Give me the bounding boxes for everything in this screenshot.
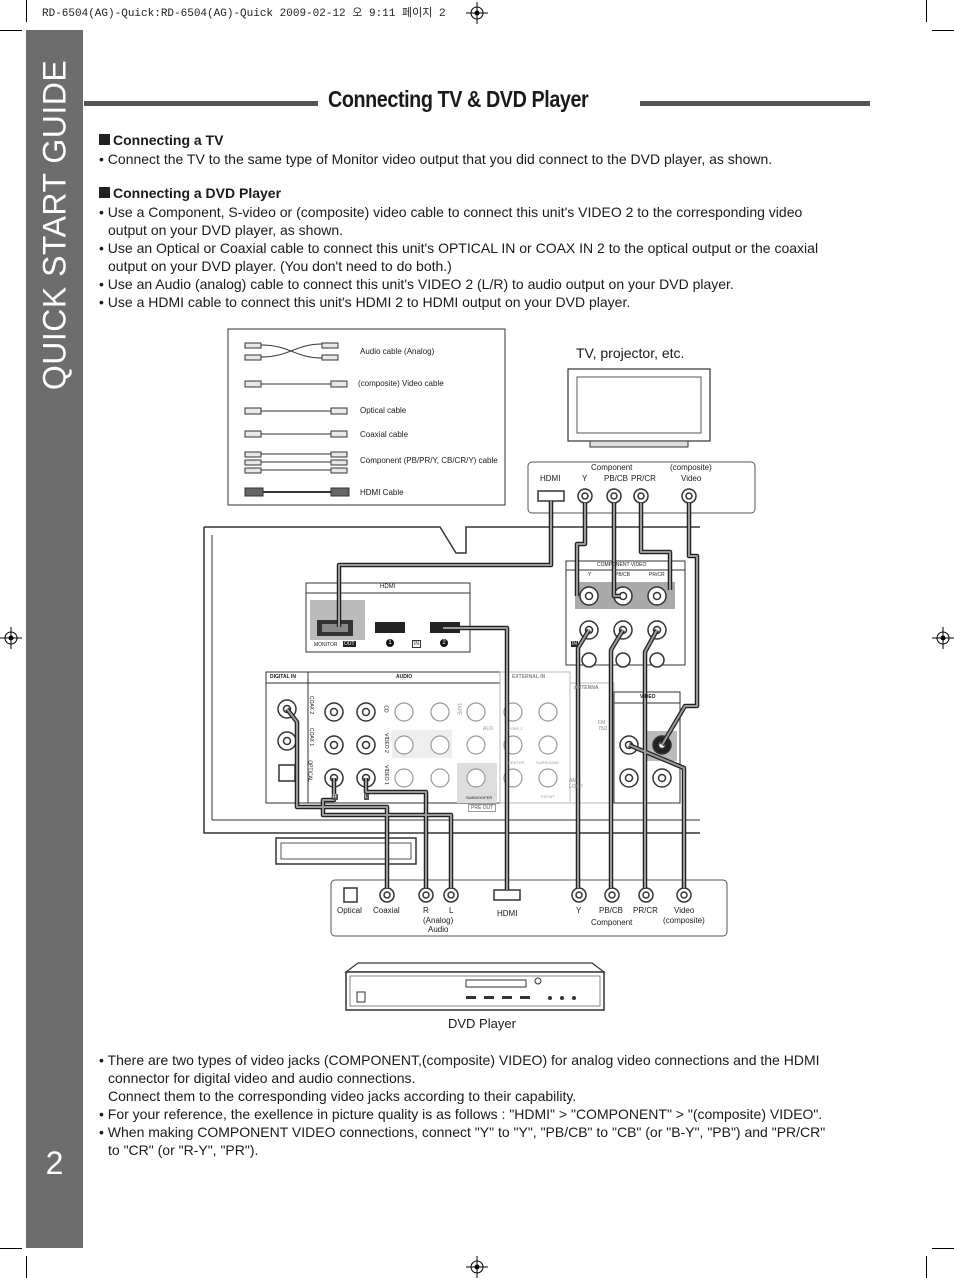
print-header: RD-6504(AG)-Quick:RD-6504(AG)-Quick 2009… — [42, 8, 446, 20]
rcv-front: FRONT — [541, 794, 555, 799]
rcv-am: AM LOOP — [569, 778, 583, 790]
page-number: 2 — [45, 1145, 64, 1181]
rcv-video1: VIDEO 1 — [382, 765, 389, 785]
crop-mark — [926, 1256, 927, 1278]
dvd-l-label: L — [449, 906, 454, 915]
rcv-hdmi-title: HDMI — [380, 584, 396, 590]
legend-component-label: Component (PB/PR/Y, CB/CR/Y) cable — [360, 456, 498, 465]
dvd-audio-label: Audio — [428, 925, 449, 934]
dvd-component-label: Component — [591, 918, 633, 927]
dvd-analog-label: (Analog) — [423, 916, 454, 925]
dvd-player-label: DVD Player — [448, 1016, 516, 1031]
tv-composite-label: (composite) — [670, 463, 712, 472]
dvd-pb-label: PB/CB — [599, 906, 624, 915]
rcv-audio: AUDIO — [396, 674, 413, 680]
rcv-out-badge: OUT — [343, 641, 356, 647]
dvd-coaxial-label: Coaxial — [373, 906, 400, 915]
crop-mark — [932, 1248, 954, 1249]
rcv-in-video-badge: IN — [571, 641, 578, 647]
rcv-antenna: ANTENNA — [574, 685, 599, 691]
rcv-in-badge: IN — [412, 640, 421, 648]
rcv-cd: CD — [382, 705, 389, 713]
sidebar — [26, 30, 83, 1248]
cable-legend-box — [227, 328, 506, 506]
rcv-coax1: COAX 1 — [308, 727, 315, 747]
title-rule-right — [640, 101, 870, 106]
tv-component-label: Component — [591, 463, 633, 472]
rcv-hdmi-2: 2 — [440, 639, 448, 647]
tv-hdmi-label: HDMI — [540, 474, 561, 483]
dvd-r-label: R — [423, 906, 429, 915]
crop-mark — [926, 0, 927, 22]
section-tv-text: • Connect the TV to the same type of Mon… — [99, 151, 773, 167]
rcv-pre-out: PRE OUT — [468, 804, 497, 812]
rcv-l-label: L — [364, 794, 369, 800]
rcv-aux: AUX — [483, 726, 494, 732]
section-dvd-text: • Use a Component, S-video or (composite… — [99, 204, 819, 310]
section-heading-dvd: Connecting a DVD Player — [99, 185, 281, 201]
page-title: Connecting TV & DVD Player — [328, 86, 589, 112]
rcv-monitor-label: MONITOR — [314, 642, 338, 648]
tv-pr-label: PR/CR — [631, 474, 656, 483]
rcv-component-video: COMPONENT VIDEO — [597, 562, 647, 568]
rcv-surround: SURROUND — [536, 760, 560, 765]
rcv-fm: FM 75Ω — [598, 720, 608, 732]
tv-video-label: Video — [681, 474, 702, 483]
legend-optical-label: Optical cable — [360, 406, 407, 415]
rcv-subwoofer: SUBWOOFER — [466, 795, 493, 800]
notes: • There are two types of video jacks (CO… — [99, 1052, 826, 1158]
dvd-hdmi-label: HDMI — [497, 909, 518, 918]
tv-label: TV, projector, etc. — [576, 345, 685, 361]
registration-mark-icon — [0, 627, 22, 649]
legend-composite-label: (composite) Video cable — [358, 379, 444, 388]
dvd-video-label: Video — [674, 906, 695, 915]
rcv-optical: OPTICAL — [306, 760, 313, 782]
rcv-center: CENTER — [508, 760, 525, 765]
tv-pb-label: PB/CB — [604, 474, 629, 483]
dvd-composite-label: (composite) — [663, 916, 705, 925]
rcv-y: Y — [588, 572, 592, 578]
dvd-optical-label: Optical — [337, 906, 362, 915]
title-rule-left — [84, 101, 318, 106]
dvd-y-label: Y — [576, 906, 582, 915]
crop-mark — [26, 1256, 27, 1278]
rcv-digital-in: DIGITAL IN — [270, 674, 296, 680]
registration-mark-icon — [466, 2, 488, 24]
section-heading-tv: Connecting a TV — [99, 132, 223, 148]
crop-mark — [0, 1248, 22, 1249]
rcv-zone2: ZONE-2 — [508, 726, 523, 731]
cables — [285, 501, 700, 890]
rcv-pr: PR/CR — [649, 572, 665, 578]
crop-mark — [26, 0, 27, 22]
legend-hdmi-label: HDMI Cable — [360, 488, 404, 497]
registration-mark-icon — [932, 627, 954, 649]
rcv-external-in: EXTERNAL IN — [512, 674, 546, 680]
dvd-jacks — [343, 887, 692, 903]
dvd-player-icon — [344, 962, 606, 1011]
legend-audio-label: Audio cable (Analog) — [360, 347, 435, 356]
rcv-r-label: R — [332, 794, 338, 800]
rcv-hdmi-1: 1 — [386, 639, 394, 647]
tv-hdmi-jack — [537, 490, 565, 502]
rcv-video2: VIDEO 2 — [382, 733, 389, 753]
crop-mark — [0, 30, 22, 31]
tv-icon — [567, 368, 711, 448]
tv-y-label: Y — [582, 474, 588, 483]
crop-mark — [932, 30, 954, 31]
rcv-video: VIDEO — [640, 694, 656, 700]
cable-icons — [244, 342, 350, 497]
rcv-tape: TAPE — [455, 702, 462, 716]
dvd-pr-label: PR/CR — [633, 906, 658, 915]
legend-coaxial-label: Coaxial cable — [360, 430, 409, 439]
receiver-chassis — [204, 526, 700, 554]
rcv-pb: PB/CB — [615, 572, 631, 578]
receiver-component-panel — [565, 560, 686, 666]
rcv-coax2: COAX 2 — [308, 695, 315, 715]
registration-mark-icon — [466, 1256, 488, 1278]
